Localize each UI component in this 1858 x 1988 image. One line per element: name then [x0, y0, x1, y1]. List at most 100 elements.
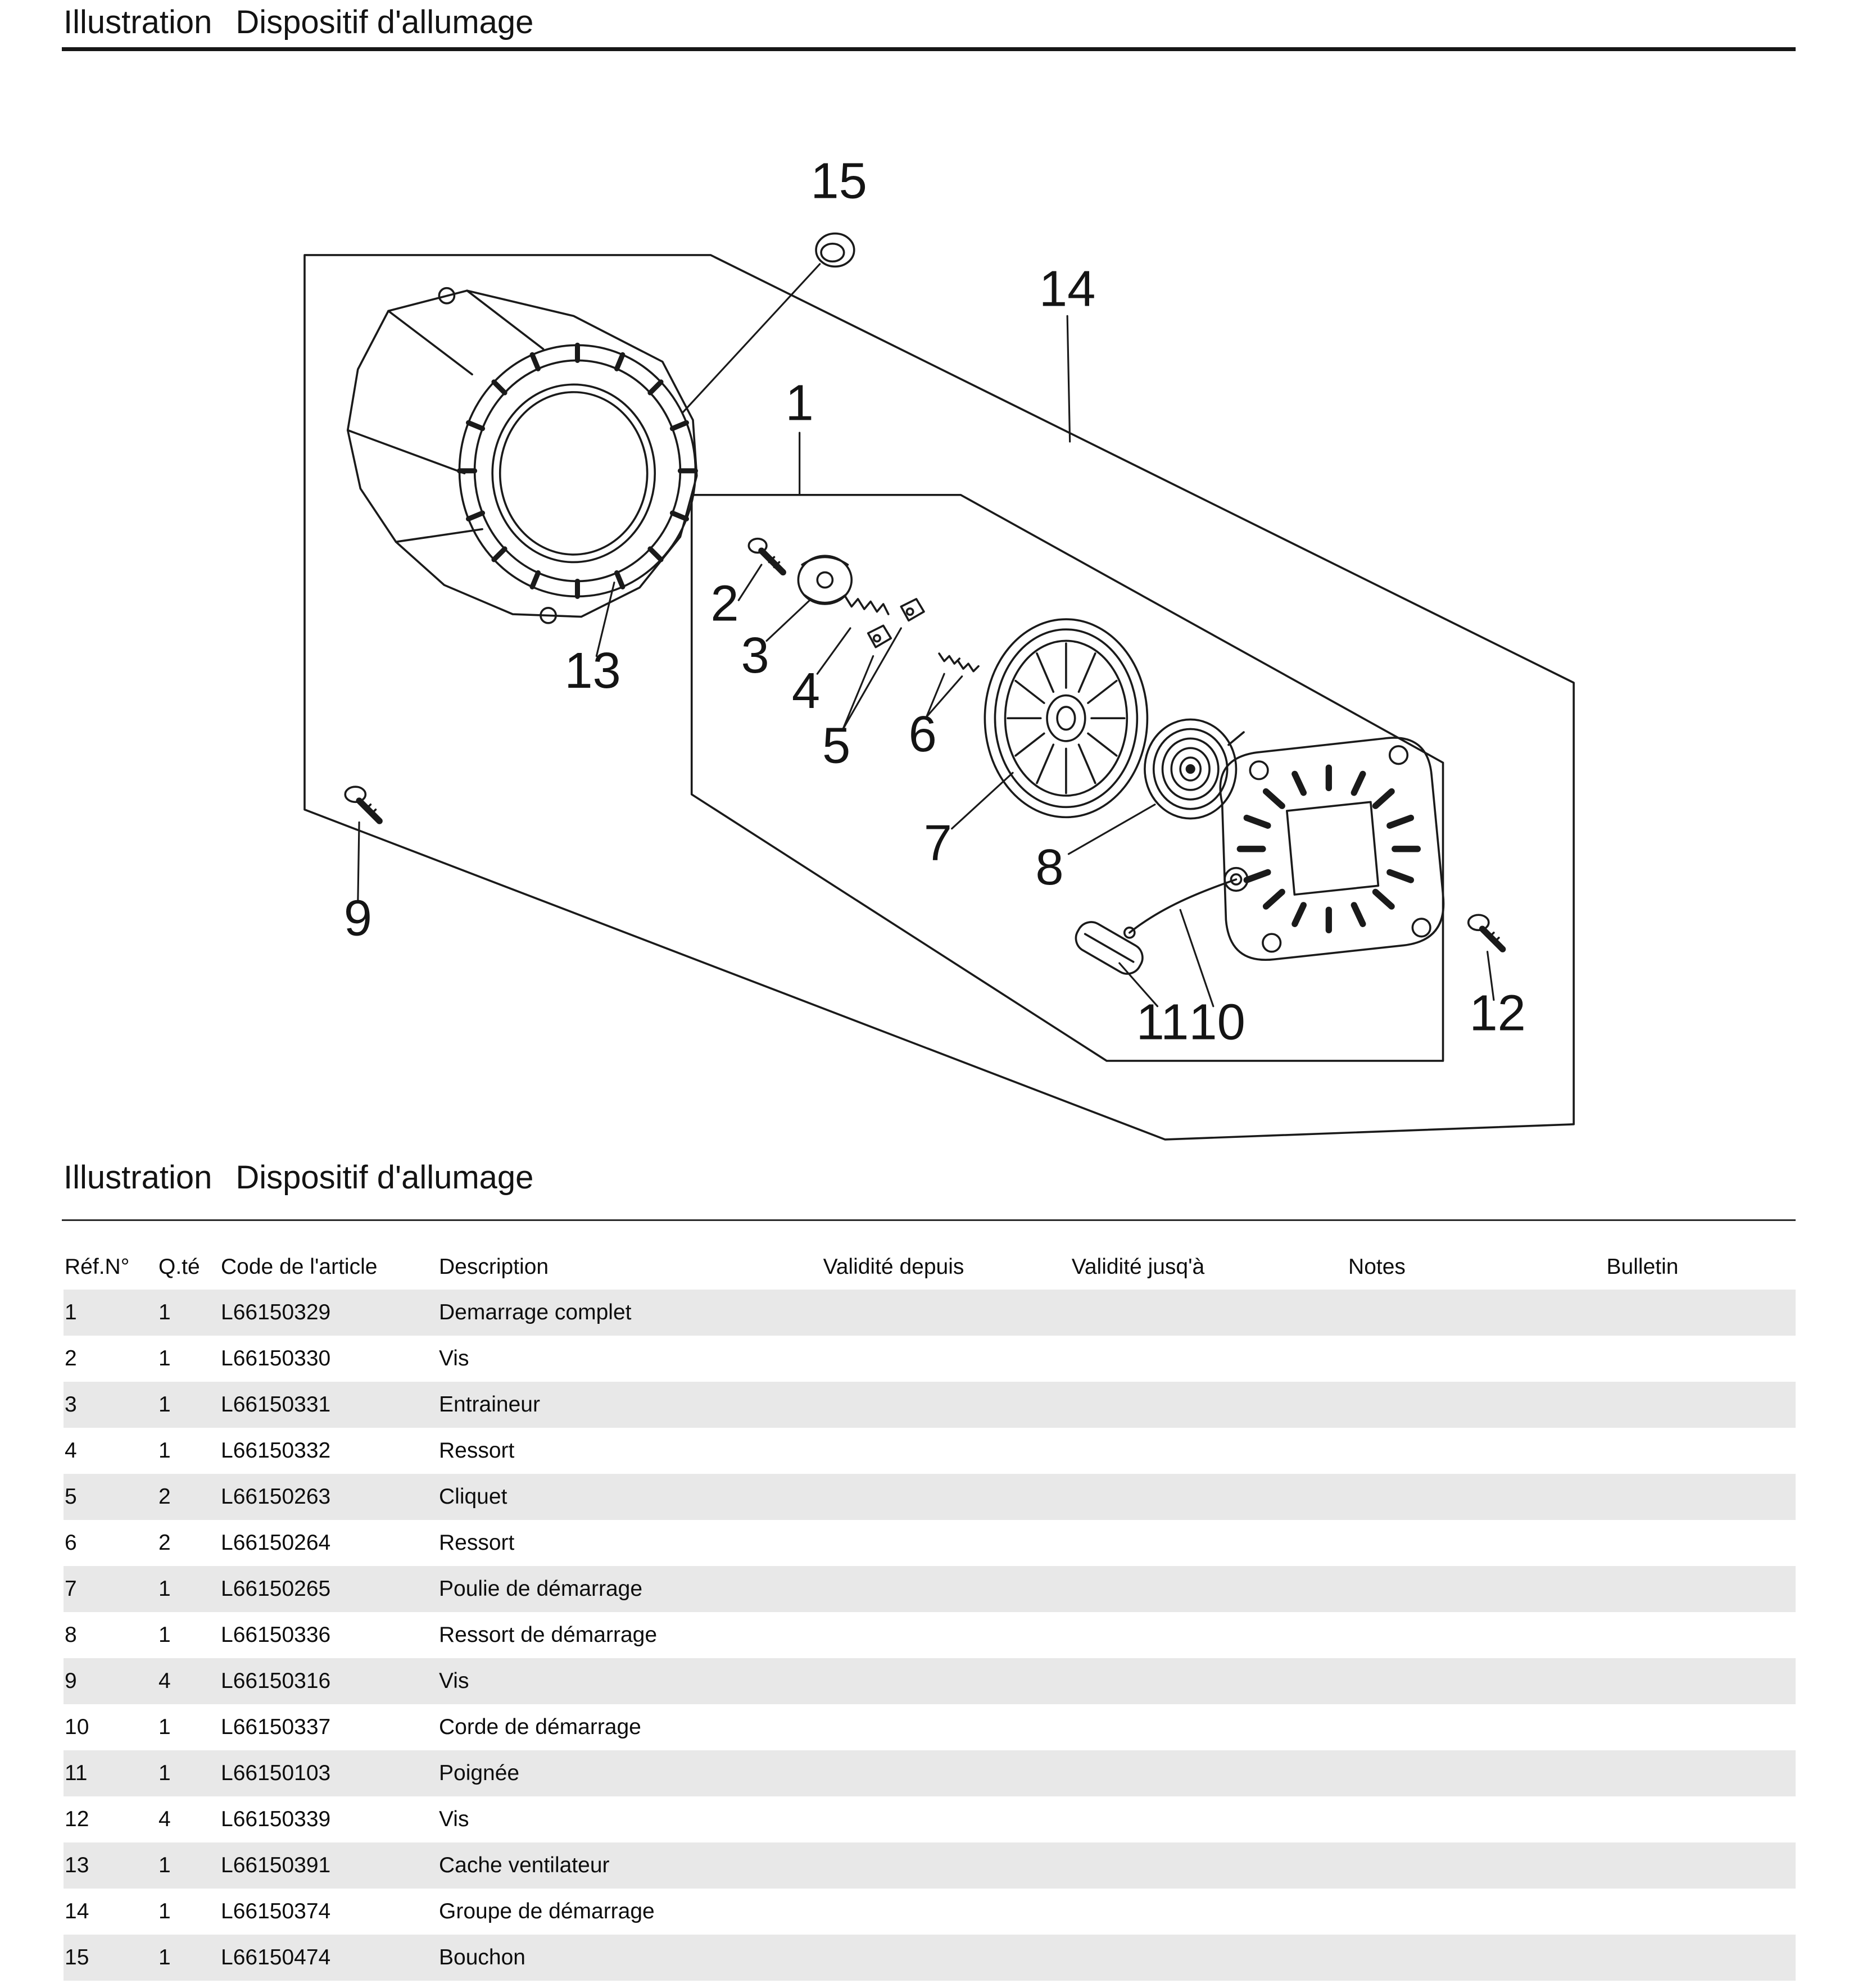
cell-code: L66150337: [221, 1715, 331, 1739]
callout-4: 4: [792, 662, 820, 719]
outer-boundary: [303, 254, 1575, 1141]
title-rule: [62, 47, 1796, 51]
cell-description: Bouchon: [439, 1945, 525, 1969]
cap-drawing: [815, 232, 855, 268]
cell-qty: 1: [158, 1346, 171, 1370]
cell-qty: 1: [158, 1853, 171, 1877]
cell-ref: 2: [65, 1346, 77, 1370]
callout-10: 10: [1189, 994, 1245, 1051]
starter-housing-drawing: [1219, 737, 1445, 961]
parts-table-body: 1 1 L66150329 Demarrage complet 2 1 L661…: [64, 1290, 1796, 1981]
page-title-label: Illustration: [64, 4, 212, 40]
cell-ref: 9: [65, 1669, 77, 1693]
callout-11: 11: [1136, 994, 1189, 1051]
cell-ref: 13: [65, 1853, 89, 1877]
cell-code: L66150263: [221, 1485, 331, 1509]
cell-qty: 1: [158, 1300, 171, 1324]
cell-code: L66150336: [221, 1623, 331, 1647]
table-row: 13 1 L66150391 Cache ventilateur: [64, 1842, 1796, 1889]
cell-code: L66150339: [221, 1807, 331, 1831]
cell-description: Ressort de démarrage: [439, 1623, 658, 1647]
cell-description: Corde de démarrage: [439, 1715, 641, 1739]
cell-ref: 1: [65, 1300, 77, 1324]
starter-dog-drawing: [797, 555, 853, 605]
cell-qty: 1: [158, 1577, 171, 1601]
callout-7: 7: [924, 815, 952, 872]
cell-description: Cache ventilateur: [439, 1853, 610, 1877]
callout-9: 9: [344, 889, 372, 946]
cell-ref: 3: [65, 1392, 77, 1417]
cell-description: Entraineur: [439, 1392, 540, 1417]
cell-code: L66150329: [221, 1300, 331, 1324]
cell-qty: 2: [158, 1485, 171, 1509]
header-qty: Q.té: [158, 1255, 200, 1279]
callout-8: 8: [1035, 839, 1063, 896]
cell-code: L66150265: [221, 1577, 331, 1601]
callout-5: 5: [822, 717, 850, 774]
cell-qty: 4: [158, 1807, 171, 1831]
callout-1: 1: [786, 375, 814, 432]
pawl-drawings: [867, 598, 925, 648]
page-title: Illustration Dispositif d'allumage: [64, 3, 533, 41]
cell-ref: 7: [65, 1577, 77, 1601]
rope-pulley-drawing: [984, 618, 1149, 819]
cell-code: L66150330: [221, 1346, 331, 1370]
table-row: 4 1 L66150332 Ressort: [64, 1428, 1796, 1474]
cell-description: Demarrage complet: [439, 1300, 632, 1324]
cell-description: Vis: [439, 1807, 469, 1831]
cell-ref: 5: [65, 1485, 77, 1509]
cell-ref: 14: [65, 1899, 89, 1923]
spring-6-drawings: [938, 652, 980, 673]
table-row: 14 1 L66150374 Groupe de démarrage: [64, 1889, 1796, 1935]
housing-fins: [1236, 764, 1421, 933]
cell-ref: 4: [65, 1438, 77, 1463]
cell-description: Vis: [439, 1669, 469, 1693]
callout-6: 6: [909, 706, 937, 762]
cell-description: Poignée: [439, 1761, 520, 1785]
header-notes: Notes: [1348, 1255, 1406, 1279]
section-title-subject: Dispositif d'allumage: [235, 1159, 534, 1196]
fan-cover-vents: [456, 342, 699, 599]
callout-2: 2: [710, 575, 738, 632]
cell-code: L66150264: [221, 1531, 331, 1555]
parts-table: Réf.N° Q.té Code de l'article Descriptio…: [64, 1245, 1796, 1981]
cell-qty: 1: [158, 1899, 171, 1923]
cell-description: Poulie de démarrage: [439, 1577, 643, 1601]
table-row: 9 4 L66150316 Vis: [64, 1658, 1796, 1704]
pulley-spokes: [1007, 642, 1126, 795]
table-row: 12 4 L66150339 Vis: [64, 1796, 1796, 1842]
callout-labels: 1 2 3 4 5 6 7 8 9 10 11 12 13 14 15: [344, 152, 1526, 1050]
cell-qty: 1: [158, 1945, 171, 1969]
cell-qty: 1: [158, 1715, 171, 1739]
callout-12: 12: [1469, 985, 1525, 1042]
page-title-subject: Dispositif d'allumage: [235, 4, 534, 40]
header-code: Code de l'article: [221, 1255, 378, 1279]
cell-ref: 11: [65, 1761, 88, 1785]
cell-code: L66150391: [221, 1853, 331, 1877]
screw-12-drawing: [1467, 914, 1506, 952]
cell-description: Cliquet: [439, 1485, 507, 1509]
table-row: 2 1 L66150330 Vis: [64, 1336, 1796, 1382]
table-row: 6 2 L66150264 Ressort: [64, 1520, 1796, 1566]
exploded-view-svg: 1 2 3 4 5 6 7 8 9 10 11 12 13 14 15: [303, 152, 1575, 1141]
cell-code: L66150332: [221, 1438, 331, 1463]
cell-qty: 1: [158, 1761, 171, 1785]
callout-14: 14: [1039, 260, 1095, 317]
table-row: 1 1 L66150329 Demarrage complet: [64, 1290, 1796, 1336]
cell-qty: 2: [158, 1531, 171, 1555]
table-row: 5 2 L66150263 Cliquet: [64, 1474, 1796, 1520]
callout-15: 15: [810, 152, 867, 209]
cell-ref: 8: [65, 1623, 77, 1647]
header-bulletin: Bulletin: [1606, 1255, 1679, 1279]
cell-ref: 15: [65, 1945, 89, 1969]
cell-description: Vis: [439, 1346, 469, 1370]
cell-description: Groupe de démarrage: [439, 1899, 655, 1923]
screw-2-drawing: [747, 537, 786, 576]
handle-drawing: [1075, 921, 1144, 975]
cell-code: L66150474: [221, 1945, 331, 1969]
subassembly-boundary: [690, 493, 1444, 1062]
header-valid-to: Validité jusq'à: [1071, 1255, 1205, 1279]
cell-qty: 4: [158, 1669, 171, 1693]
